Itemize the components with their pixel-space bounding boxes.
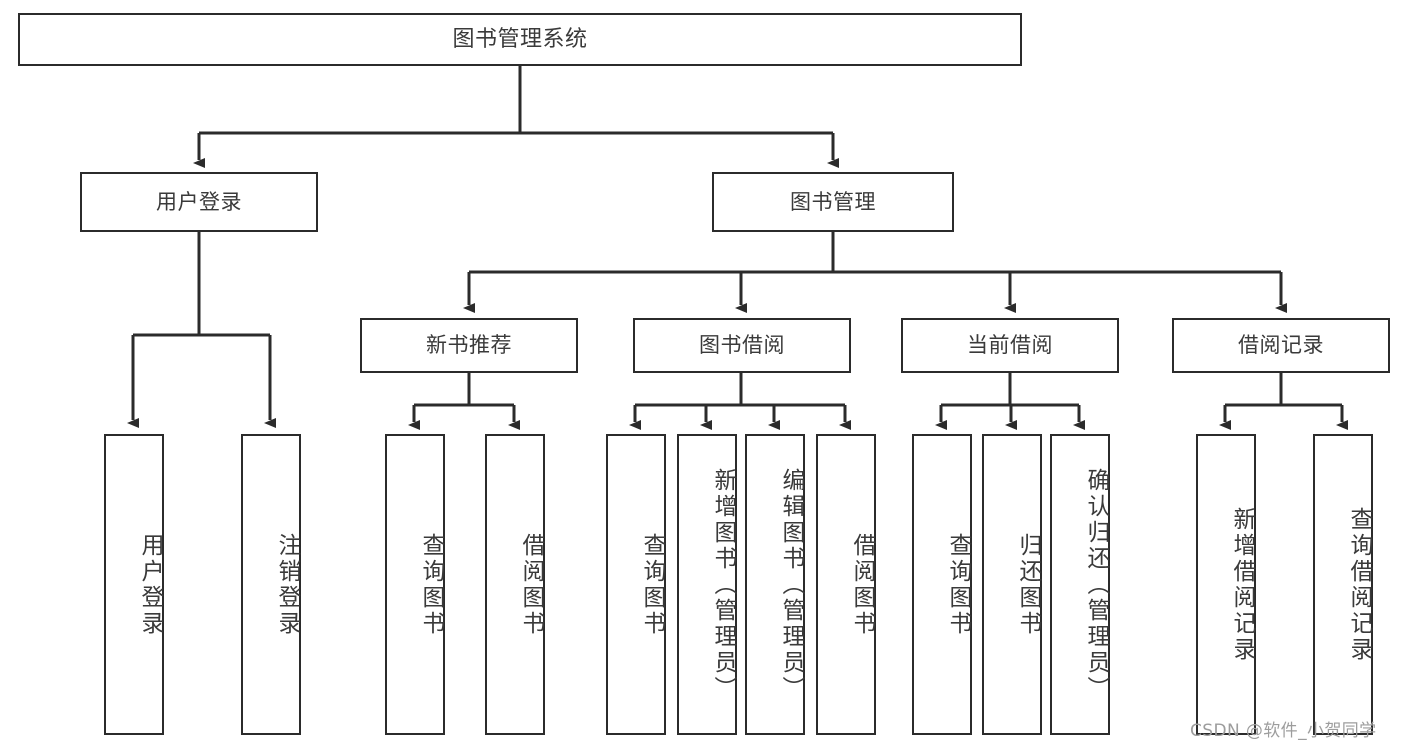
node-current-borrow[interactable]: 当前借阅 (901, 318, 1119, 373)
node-leaf-label: 查询图书 (418, 532, 444, 637)
node-leaf-label: 查询借阅记录 (1346, 506, 1372, 663)
node-leaf-query-book-recommend[interactable]: 查询图书 (385, 434, 445, 735)
node-new-book-recommend[interactable]: 新书推荐 (360, 318, 578, 373)
node-leaf-label: 查询图书 (639, 532, 665, 637)
node-leaf-borrow-book[interactable]: 借阅图书 (816, 434, 876, 735)
node-leaf-logout[interactable]: 注销登录 (241, 434, 301, 735)
node-leaf-label: 确认归还（管理员） (1083, 467, 1109, 702)
node-leaf-return-book[interactable]: 归还图书 (982, 434, 1042, 735)
node-leaf-query-book-borrow[interactable]: 查询图书 (606, 434, 666, 735)
node-leaf-label: 新增图书（管理员） (710, 467, 736, 702)
node-leaf-user-login[interactable]: 用户登录 (104, 434, 164, 735)
node-leaf-label: 编辑图书（管理员） (778, 467, 804, 702)
node-leaf-label: 借阅图书 (518, 532, 544, 637)
node-book-borrow[interactable]: 图书借阅 (633, 318, 851, 373)
node-leaf-edit-book-admin[interactable]: 编辑图书（管理员） (745, 434, 805, 735)
node-leaf-add-book-admin[interactable]: 新增图书（管理员） (677, 434, 737, 735)
node-root-system[interactable]: 图书管理系统 (18, 13, 1022, 66)
node-leaf-query-borrow-record[interactable]: 查询借阅记录 (1313, 434, 1373, 735)
node-book-manage[interactable]: 图书管理 (712, 172, 954, 232)
node-leaf-add-borrow-record[interactable]: 新增借阅记录 (1196, 434, 1256, 735)
node-leaf-label: 新增借阅记录 (1229, 506, 1255, 663)
node-leaf-confirm-return-admin[interactable]: 确认归还（管理员） (1050, 434, 1110, 735)
node-leaf-label: 注销登录 (274, 532, 300, 637)
node-borrow-record[interactable]: 借阅记录 (1172, 318, 1390, 373)
node-leaf-label: 用户登录 (137, 532, 163, 637)
node-leaf-borrow-book-recommend[interactable]: 借阅图书 (485, 434, 545, 735)
node-user-login[interactable]: 用户登录 (80, 172, 318, 232)
node-leaf-label: 借阅图书 (849, 532, 875, 637)
node-leaf-label: 归还图书 (1015, 532, 1041, 637)
csdn-watermark: CSDN @软件_小贺同学 (1190, 721, 1377, 741)
node-leaf-query-book-current[interactable]: 查询图书 (912, 434, 972, 735)
node-leaf-label: 查询图书 (945, 532, 971, 637)
